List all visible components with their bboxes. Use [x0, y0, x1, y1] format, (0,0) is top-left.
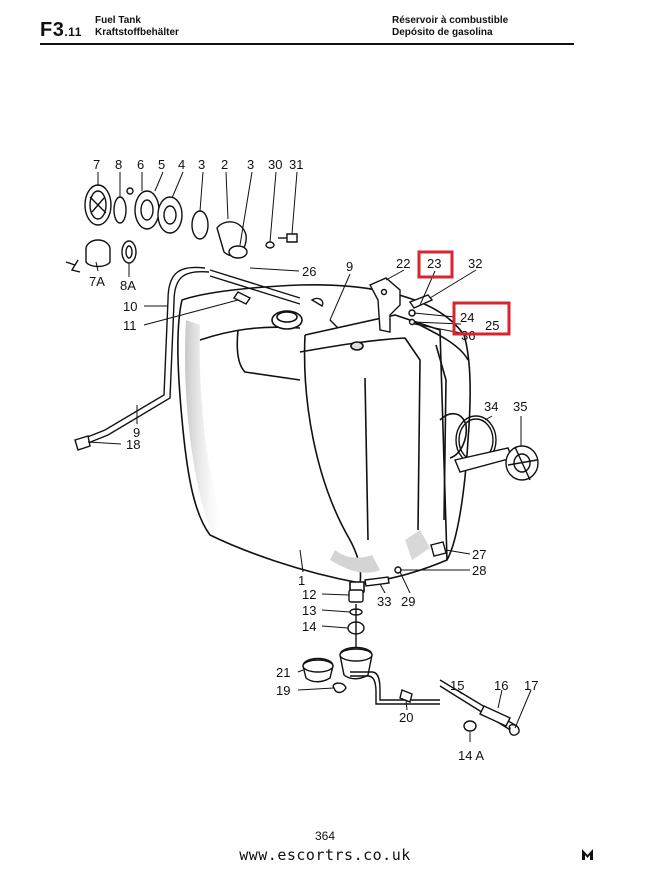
drain-assembly: [302, 541, 520, 736]
titles-left: Fuel Tank Kraftstoffbehälter: [95, 15, 179, 39]
callout-14A: 14 A: [458, 748, 484, 763]
page-number: 364: [314, 829, 336, 843]
filler-cap-assembly: [65, 184, 298, 273]
callout-7: 7: [93, 157, 100, 172]
callout-35: 35: [513, 399, 527, 414]
vent-pipe: [74, 266, 339, 451]
bolt-head: [286, 233, 298, 243]
callout-3-second: 3: [247, 157, 254, 172]
callout-18: 18: [126, 437, 140, 452]
clip-20: [399, 689, 413, 703]
callout-20: 20: [399, 710, 413, 725]
leader-lines: [87, 171, 532, 742]
seal-ring: [113, 196, 127, 224]
callout-27: 27: [472, 547, 486, 562]
hose-16: [479, 705, 511, 727]
title-french: Réservoir à combustible: [392, 15, 509, 26]
callout-5: 5: [158, 157, 165, 172]
callout-11: 11: [123, 318, 137, 333]
callout-30: 30: [268, 157, 282, 172]
clip-27: [430, 541, 447, 557]
callout-13: 13: [302, 603, 316, 618]
callout-16: 16: [494, 678, 508, 693]
highlight-box-24-25: [452, 301, 511, 336]
callout-26: 26: [302, 264, 316, 279]
callout-34: 34: [484, 399, 498, 414]
callout-15: 15: [450, 678, 464, 693]
callout-31: 31: [289, 157, 303, 172]
callout-6: 6: [137, 157, 144, 172]
hose-clip: [191, 210, 209, 240]
callout-8A: 8A: [120, 278, 136, 293]
callout-29: 29: [401, 594, 415, 609]
titles-right: Réservoir à combustible Depósito de gaso…: [392, 15, 508, 39]
callout-8: 8: [115, 157, 122, 172]
callout-24: 24: [460, 310, 474, 325]
callout-7A: 7A: [89, 274, 105, 289]
fuel-tank: [177, 284, 471, 593]
callout-3: 3: [198, 157, 205, 172]
page-header: F3.11 Fuel Tank Kraftstoffbehälter Réser…: [0, 0, 650, 48]
title-english: Fuel Tank: [95, 15, 141, 26]
callout-33: 33: [377, 594, 391, 609]
website-url: www.escortrs.co.uk: [239, 846, 411, 864]
callout-14: 14: [302, 619, 316, 634]
publisher-logo-icon: [582, 849, 593, 860]
connector-18: [74, 435, 91, 451]
callout-28: 28: [472, 563, 486, 578]
callout-12: 12: [302, 587, 316, 602]
callout-labels: 7 8 6 5 4 3 2 3 30 31 7A 8A 26 9 22 23 3…: [89, 157, 538, 763]
mounting-bracket: [369, 277, 434, 333]
title-german: Kraftstoffbehälter: [95, 27, 179, 38]
callout-9: 9: [346, 259, 353, 274]
callout-10: 10: [123, 299, 137, 314]
callout-32: 32: [468, 256, 482, 271]
callout-22: 22: [396, 256, 410, 271]
callout-1: 1: [298, 573, 305, 588]
clip-19: [332, 682, 347, 694]
section-code: F3.11: [40, 19, 82, 41]
highlight-boxes: [417, 250, 511, 336]
callout-19: 19: [276, 683, 290, 698]
callout-21: 21: [276, 665, 290, 680]
highlight-box-23: [417, 250, 454, 279]
callout-23: 23: [427, 256, 441, 271]
header-rule: [40, 43, 574, 45]
plug-12: [348, 589, 364, 603]
callout-9-lower: 9: [133, 425, 140, 440]
washer: [265, 241, 275, 249]
nut-14A: [463, 720, 477, 732]
callout-4: 4: [178, 157, 185, 172]
title-spanish: Depósito de gasolina: [392, 27, 493, 38]
clip-17: [508, 724, 520, 736]
washer-25: [408, 318, 416, 326]
callout-17: 17: [524, 678, 538, 693]
sender-unit: [454, 415, 539, 481]
callout-2: 2: [221, 157, 228, 172]
bolt-33: [364, 576, 390, 587]
screw: [126, 187, 134, 195]
callout-25: 25: [485, 318, 499, 333]
